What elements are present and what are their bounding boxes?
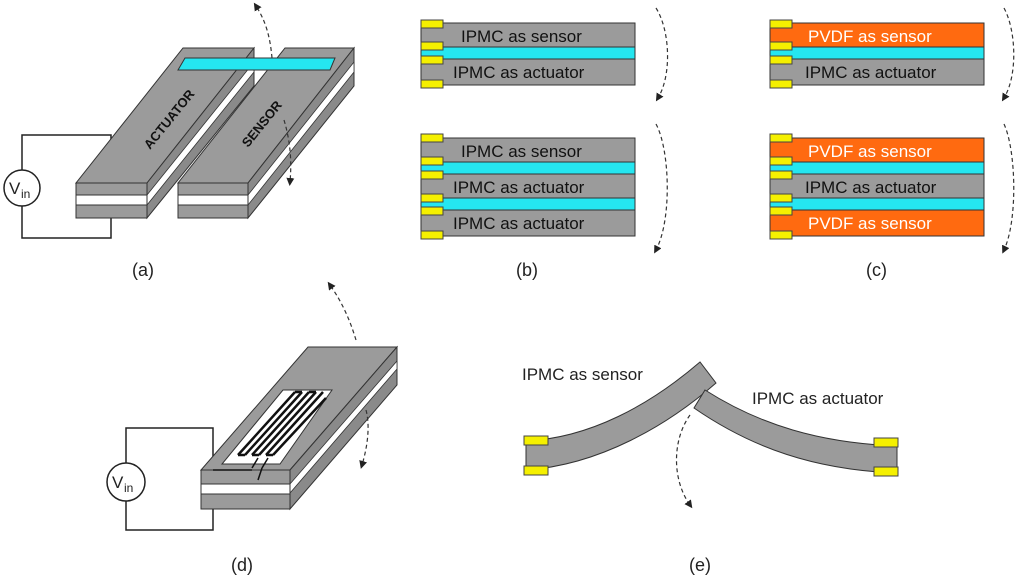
voltage-source-label: V	[112, 473, 124, 492]
voltage-source-subscript: in	[21, 187, 30, 201]
circuit-wire	[125, 427, 214, 470]
sensor-beam: SENSOR	[176, 46, 356, 220]
layer-label: PVDF as sensor	[808, 27, 932, 46]
voltage-source-subscript: in	[124, 481, 133, 495]
actuator-beam: ACTUATOR	[74, 46, 256, 220]
panel-b: IPMC as sensor IPMC as actuator IPMC as …	[420, 7, 669, 280]
voltage-source-icon	[3, 169, 41, 207]
motion-arrow-icon	[327, 281, 357, 341]
motion-arrow-icon	[1001, 7, 1015, 102]
strain-gauge-icon	[213, 389, 333, 481]
panel-a: V in ACTUATOR SENSOR (a)	[3, 2, 356, 280]
gauge-lead-wire	[213, 467, 263, 481]
layer-label: PVDF as sensor	[808, 142, 932, 161]
caption-c: (c)	[866, 260, 887, 280]
motion-arrow-icon	[283, 119, 295, 186]
motion-arrow-icon	[654, 123, 668, 254]
caption-a: (a)	[132, 260, 154, 280]
circuit-wire	[21, 206, 112, 239]
motion-arrow-icon	[1002, 123, 1015, 254]
circuit-wire	[125, 500, 214, 531]
sensor-arm	[525, 361, 717, 471]
caption-e: (e)	[689, 555, 711, 575]
layer-label: IPMC as actuator	[453, 178, 585, 197]
sensor-label: IPMC as sensor	[522, 365, 643, 384]
layer-label: IPMC as actuator	[805, 63, 937, 82]
motion-arrow-icon	[359, 409, 369, 469]
caption-b: (b)	[516, 260, 538, 280]
voltage-source-label: V	[9, 179, 21, 198]
voltage-source-icon	[106, 462, 146, 502]
panel-d: V in (d)	[106, 281, 399, 575]
motion-arrow-icon	[676, 414, 693, 509]
coupling-strip	[177, 57, 336, 71]
motion-arrow-icon	[655, 7, 669, 102]
layer-label: IPMC as sensor	[461, 27, 582, 46]
caption-d: (d)	[231, 555, 253, 575]
panel-e: IPMC as sensor IPMC as actuator (e)	[522, 361, 899, 575]
layer-label: IPMC as actuator	[805, 178, 937, 197]
motion-arrow-icon	[253, 2, 273, 59]
actuator-label: IPMC as actuator	[752, 389, 884, 408]
layer-label: IPMC as actuator	[453, 214, 585, 233]
layer-label: IPMC as actuator	[453, 63, 585, 82]
panel-c: PVDF as sensor IPMC as actuator PVDF as …	[769, 7, 1015, 280]
layer-label: IPMC as sensor	[461, 142, 582, 161]
layer-label: PVDF as sensor	[808, 214, 932, 233]
